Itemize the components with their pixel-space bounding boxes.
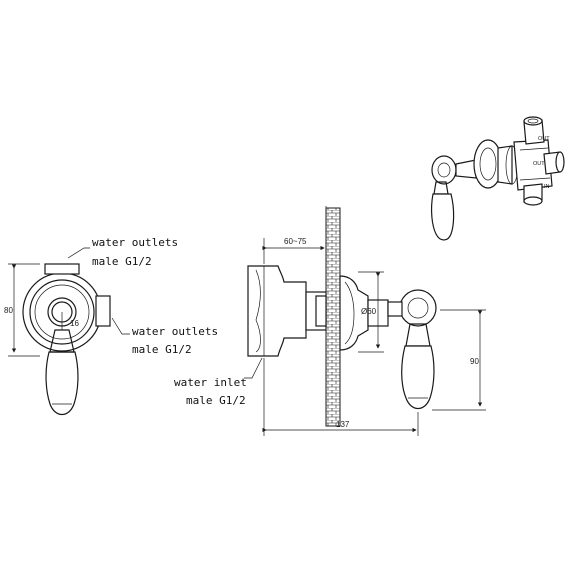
dim-total-depth: 137 [336, 420, 350, 429]
dim-knob-offset: 16 [70, 319, 79, 328]
iso-label-in: IN [544, 184, 550, 190]
dim-height-front: 80 [4, 306, 13, 315]
callout-water-inlet: water inlet male G1/2 [174, 357, 263, 407]
callout-water-outlets-side: water outlets male G1/2 [111, 317, 218, 356]
iso-label-out-side: OUT [533, 161, 545, 167]
front-view: 80 16 [4, 263, 111, 416]
callout-water-outlets-top: water outlets male G1/2 [67, 236, 178, 268]
isometric-view: OUT OUT IN [430, 116, 565, 241]
svg-text:male G1/2: male G1/2 [186, 394, 246, 407]
dim-handle-height: 90 [470, 357, 479, 366]
iso-label-out-top: OUT [538, 136, 550, 142]
svg-text:water outlets: water outlets [132, 325, 218, 338]
svg-text:water inlet: water inlet [174, 376, 247, 389]
dim-wall-depth: 60~75 [284, 237, 307, 246]
dim-flange-diameter: Ø60 [361, 307, 377, 316]
svg-text:male G1/2: male G1/2 [132, 343, 192, 356]
svg-text:water outlets: water outlets [92, 236, 178, 249]
svg-text:male G1/2: male G1/2 [92, 255, 152, 268]
side-view: 60~75 Ø60 90 137 [247, 206, 486, 436]
